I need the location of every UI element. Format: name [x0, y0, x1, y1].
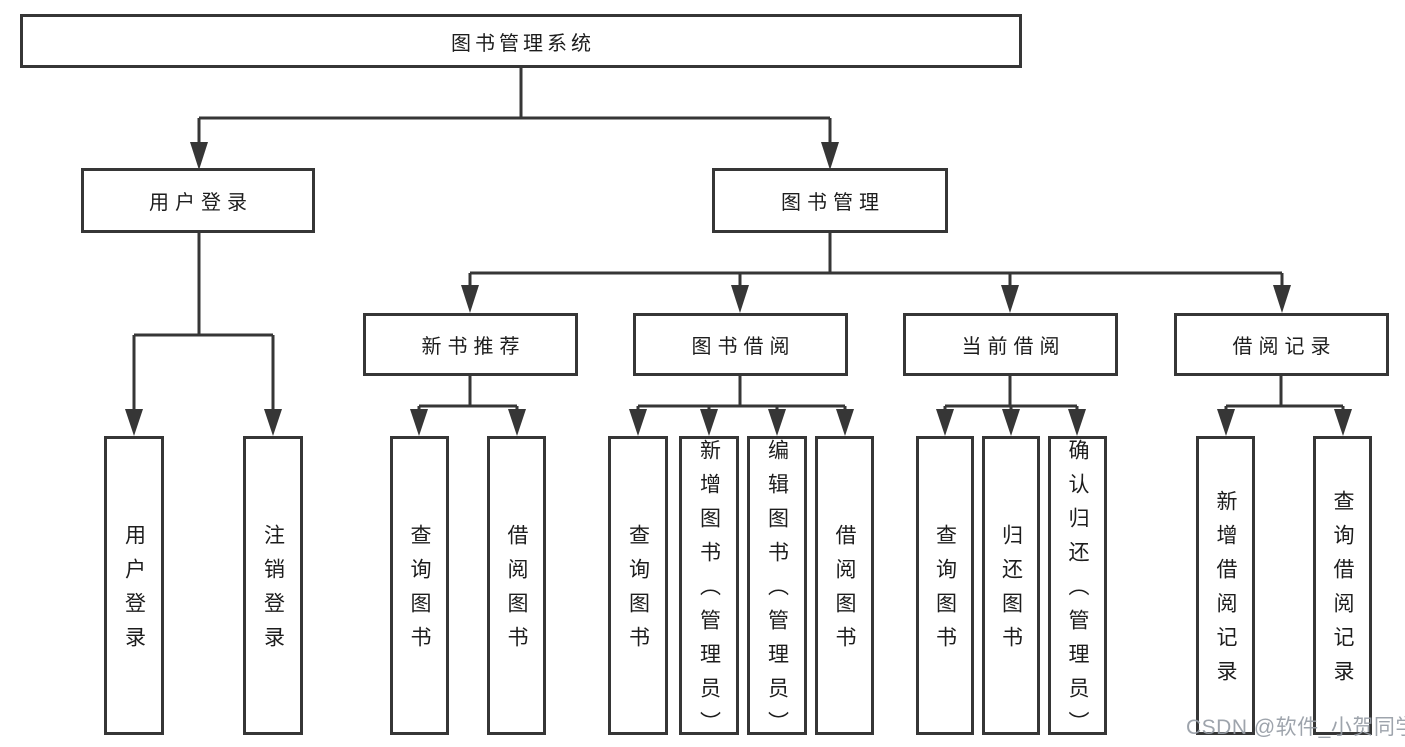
leaf-label: 确认归还（管理员） — [1066, 439, 1089, 745]
arrow-down-icon — [410, 409, 428, 436]
leaf-label: 借阅图书 — [505, 524, 528, 660]
connector-book-borrow — [636, 376, 847, 416]
leaf-query-books-borrow: 查询图书 — [608, 436, 668, 735]
arrow-down-icon — [700, 409, 718, 436]
arrow-down-icon — [731, 285, 749, 313]
leaf-label: 查询图书 — [933, 524, 957, 660]
leaf-label: 查询借阅记录 — [1331, 490, 1354, 694]
node-borrowing-records: 借阅记录 — [1174, 313, 1389, 376]
arrow-down-icon — [629, 409, 647, 436]
leaf-user-login: 用户登录 — [104, 436, 164, 735]
arrow-down-icon — [264, 409, 282, 436]
arrow-down-icon — [1334, 409, 1352, 436]
leaf-logout: 注销登录 — [243, 436, 303, 735]
node-new-book-recommendation: 新书推荐 — [363, 313, 578, 376]
leaf-borrow-books: 借阅图书 — [815, 436, 874, 735]
node-book-management: 图书管理 — [712, 168, 948, 233]
connector-user-login — [132, 233, 275, 416]
leaf-borrow-books-rec: 借阅图书 — [487, 436, 546, 735]
watermark: CSDN @软件_小贺同学 — [1186, 716, 1405, 739]
arrow-down-icon — [125, 409, 143, 436]
connector-borrow-record — [1224, 376, 1345, 416]
leaf-label: 查询图书 — [408, 524, 431, 660]
arrow-down-icon — [768, 409, 786, 436]
leaf-add-borrow-record: 新增借阅记录 — [1196, 436, 1255, 735]
leaf-label: 新增图书（管理员） — [697, 439, 721, 745]
node-current-borrowing: 当前借阅 — [903, 313, 1118, 376]
arrow-down-icon — [936, 409, 954, 436]
leaf-label: 编辑图书（管理员） — [765, 439, 789, 745]
leaf-return-books: 归还图书 — [982, 436, 1040, 735]
connector-book-mgmt — [468, 233, 1284, 290]
leaf-label: 新增借阅记录 — [1214, 490, 1237, 694]
leaf-edit-books-admin: 编辑图书（管理员） — [747, 436, 807, 745]
leaf-label: 用户登录 — [122, 524, 146, 660]
leaf-confirm-return-admin: 确认归还（管理员） — [1048, 436, 1107, 745]
arrow-down-icon — [836, 409, 854, 436]
leaf-label: 查询图书 — [626, 524, 650, 660]
arrow-down-icon — [461, 285, 479, 313]
node-user-login: 用户登录 — [81, 168, 315, 233]
leaf-label: 借阅图书 — [833, 524, 856, 660]
connector-root — [197, 68, 832, 150]
leaf-label: 归还图书 — [999, 524, 1023, 660]
leaf-label: 注销登录 — [261, 524, 285, 660]
arrow-down-icon — [1001, 285, 1019, 313]
connector-new-book-rec — [417, 376, 519, 416]
leaf-query-borrow-record: 查询借阅记录 — [1313, 436, 1372, 735]
leaf-query-books-current: 查询图书 — [916, 436, 974, 735]
node-book-borrowing: 图书借阅 — [633, 313, 848, 376]
arrow-down-icon — [1068, 409, 1086, 436]
leaf-query-books-rec: 查询图书 — [390, 436, 449, 735]
arrow-down-icon — [1217, 409, 1235, 436]
arrow-down-icon — [821, 142, 839, 170]
arrow-down-icon — [1273, 285, 1291, 313]
arrow-down-icon — [508, 409, 526, 436]
arrowheads — [125, 142, 1352, 436]
node-library-management-system: 图书管理系统 — [20, 14, 1022, 68]
leaf-add-books-admin: 新增图书（管理员） — [679, 436, 739, 745]
arrow-down-icon — [1002, 409, 1020, 436]
arrow-down-icon — [190, 142, 208, 170]
